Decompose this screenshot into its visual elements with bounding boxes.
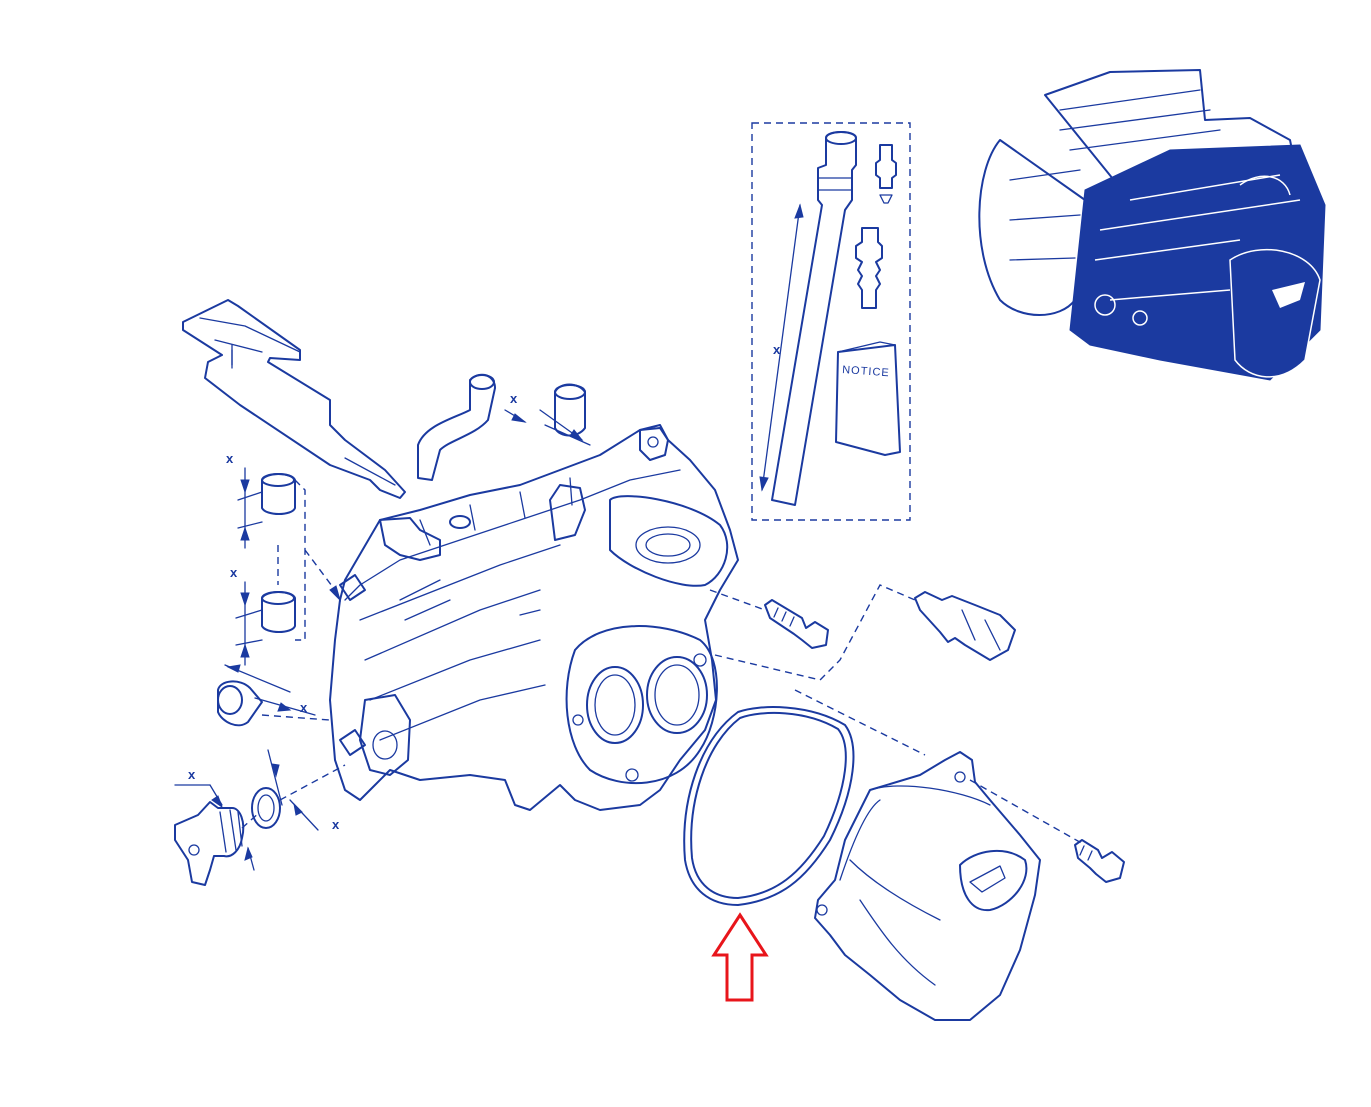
heat-shield-bracket	[182, 299, 406, 499]
bush-lower-left: x	[217, 664, 316, 727]
bush-middle-left: x	[230, 565, 296, 666]
reverse-light-switch	[914, 591, 1016, 661]
assembled-gearbox-thumbnail	[978, 69, 1326, 381]
svg-text:x: x	[300, 700, 308, 715]
svg-text:x: x	[188, 767, 196, 782]
cover-bolt	[1074, 839, 1125, 883]
bracket-leader	[277, 479, 336, 641]
gearbox-housing	[329, 424, 739, 811]
breather-hose	[417, 373, 496, 481]
notice-booklet: NOTICE	[835, 341, 901, 456]
housing-bolt	[764, 599, 829, 649]
drain-washer: x	[251, 749, 340, 832]
svg-text:x: x	[510, 391, 518, 406]
accessory-kit-box: x NOTICE	[751, 122, 911, 521]
dimension-x-vertical: x	[759, 203, 804, 492]
rear-cover	[814, 751, 1041, 1021]
bush-lower-leader	[261, 714, 331, 721]
hose-fitting-1	[875, 144, 897, 204]
svg-text:x: x	[332, 817, 340, 832]
svg-text:x: x	[226, 451, 234, 466]
drain-leader	[241, 764, 346, 829]
dipstick-tube	[771, 131, 857, 506]
hose-fitting-2	[855, 227, 883, 309]
drain-plug: x	[174, 767, 255, 886]
cover-leader	[794, 689, 1086, 846]
bush-upper-left: x	[226, 451, 296, 549]
svg-text:NOTICE: NOTICE	[842, 364, 890, 379]
gasket	[683, 706, 855, 906]
svg-text:x: x	[773, 342, 781, 357]
red-up-arrow-icon	[711, 912, 769, 1002]
sensor-leader	[709, 584, 916, 681]
plug-top: x	[504, 383, 591, 446]
svg-text:x: x	[230, 565, 238, 580]
